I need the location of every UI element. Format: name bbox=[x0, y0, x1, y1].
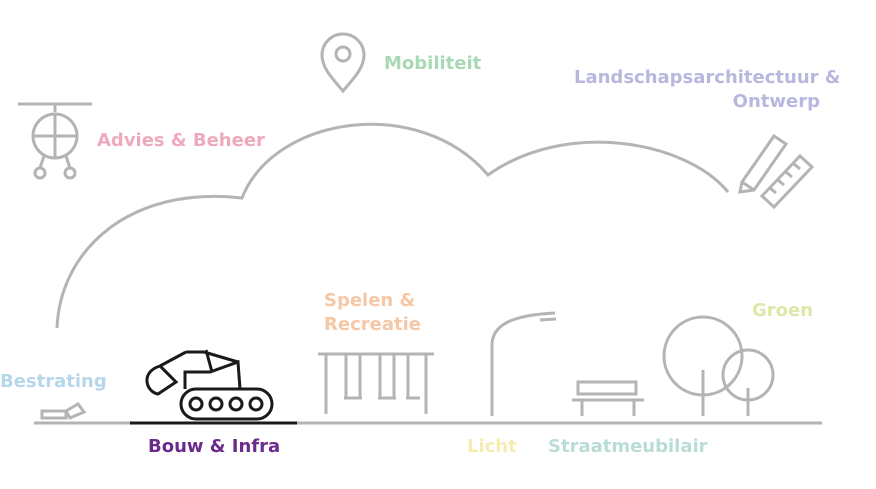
pencil-ruler-icon bbox=[738, 133, 815, 210]
label-groen: Groen bbox=[752, 300, 814, 321]
label-landschap-line1: Landschapsarchitectuur & bbox=[574, 67, 841, 88]
label-bestrating: Bestrating bbox=[0, 371, 107, 392]
label-licht: Licht bbox=[467, 436, 517, 457]
bench-icon bbox=[572, 380, 644, 416]
paving-stones-icon bbox=[40, 402, 87, 420]
label-landschapsarchitectuur: Landschapsarchitectuur & Ontwerp bbox=[574, 66, 841, 114]
label-spelen-line1: Spelen & bbox=[324, 290, 416, 311]
street-lamp-icon bbox=[490, 311, 557, 416]
label-advies-beheer: Advies & Beheer bbox=[97, 130, 265, 151]
label-mobiliteit: Mobiliteit bbox=[384, 53, 482, 74]
cloud-outline bbox=[55, 122, 730, 329]
label-landschap-line2: Ontwerp bbox=[732, 91, 820, 112]
playground-swing-icon bbox=[318, 352, 434, 414]
excavator-icon bbox=[145, 349, 274, 421]
label-spelen-line2: Recreatie bbox=[324, 314, 421, 335]
label-spelen-recreatie: Spelen & Recreatie bbox=[324, 289, 421, 337]
location-pin-icon bbox=[320, 32, 366, 94]
label-bouw-infra: Bouw & Infra bbox=[148, 436, 281, 457]
drone-icon bbox=[18, 102, 92, 180]
trees-icon bbox=[662, 315, 775, 416]
label-straatmeubilair: Straatmeubilair bbox=[548, 436, 708, 457]
